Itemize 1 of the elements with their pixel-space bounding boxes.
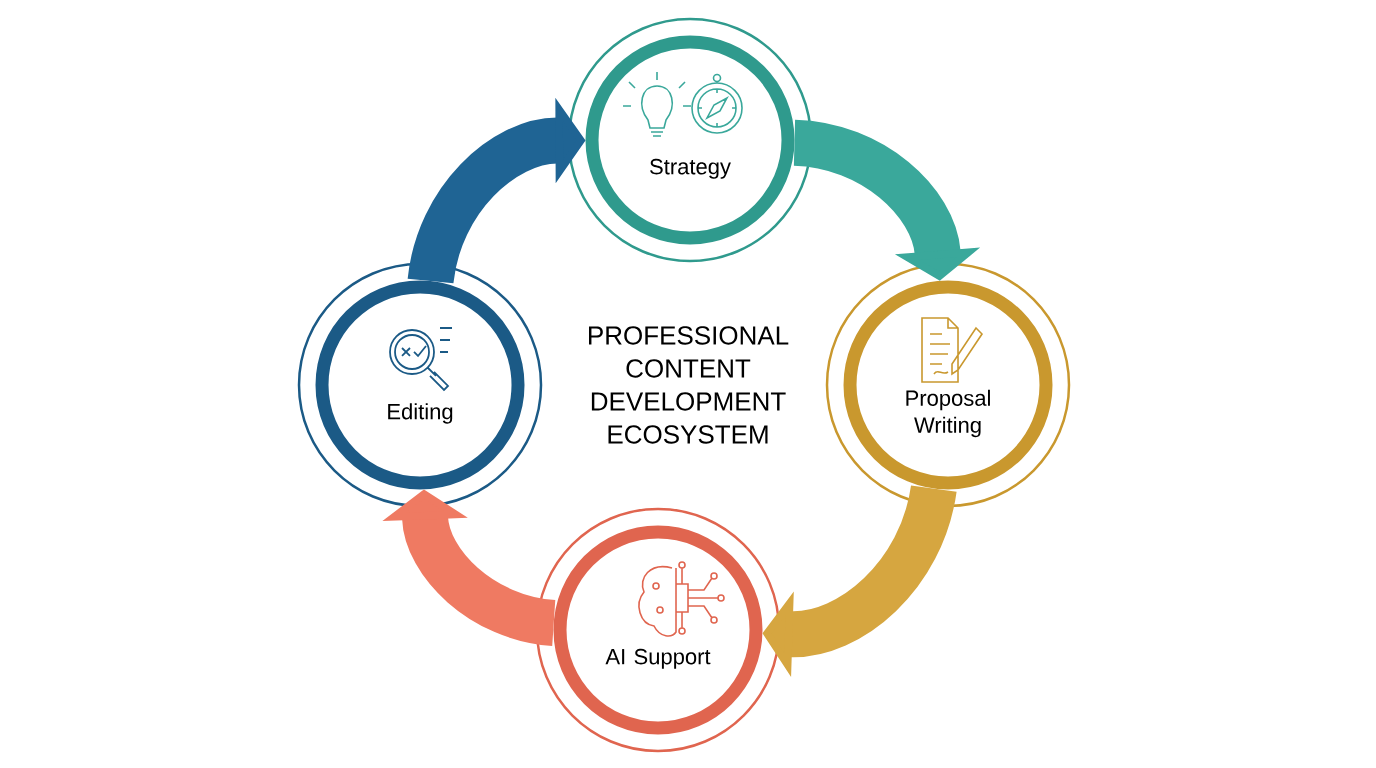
center-heading: PROFESSIONAL CONTENT DEVELOPMENT ECOSYSTEM [589, 326, 789, 444]
